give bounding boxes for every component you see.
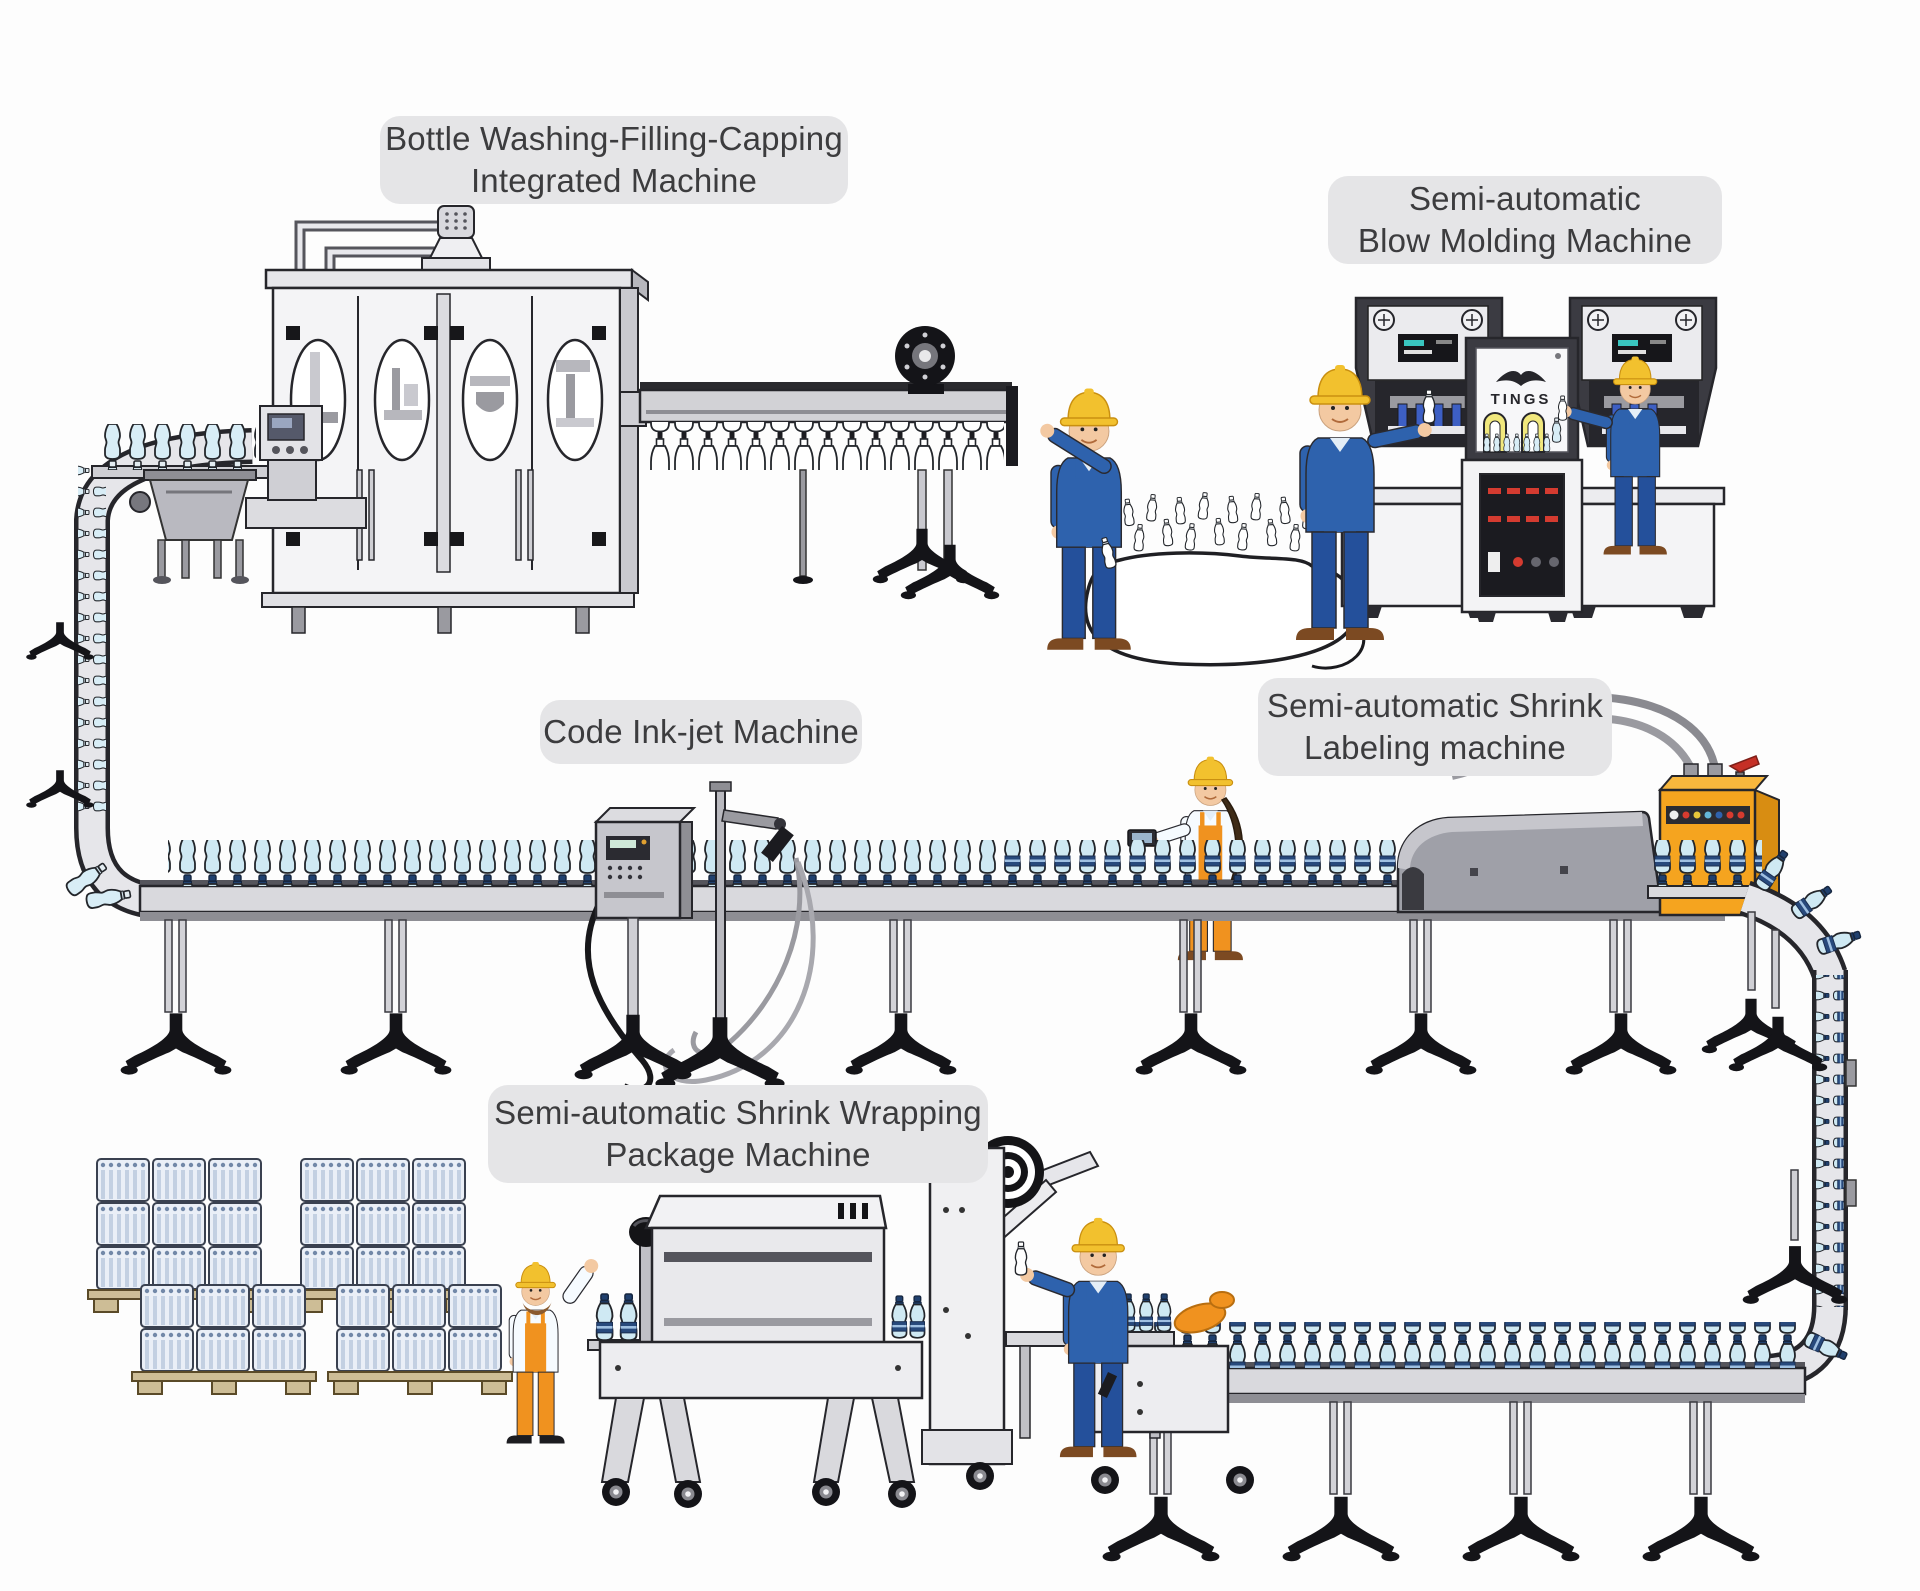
labeler-heat-tunnel (1396, 810, 1664, 914)
wrapper-film-column (921, 1136, 1100, 1466)
bowl-feeder (129, 469, 257, 584)
callout-inkjet-machine: Code Ink-jet Machine (540, 700, 862, 764)
callout-filling-line1: Bottle Washing-Filling-Capping (385, 119, 843, 157)
filler-control-panel (245, 405, 367, 529)
wrapper-tunnel (629, 1194, 888, 1346)
brand-text: TINGS (1491, 391, 1552, 408)
preform-pile (1122, 491, 1315, 552)
filler-funnel (421, 205, 491, 273)
callout-labeling-line1: Semi-automatic Shrink (1266, 686, 1604, 724)
callout-blow-molding-machine: Semi-automatic Blow Molding Machine (1328, 176, 1722, 264)
shrink-labeler (1396, 693, 1780, 917)
bottles-capped-row (168, 840, 1000, 886)
descent-conveyor (1701, 848, 1862, 1390)
worker-wrapper (1014, 1216, 1138, 1458)
callout-blow-line1: Semi-automatic (1408, 179, 1642, 217)
brand-logo: TINGS (1491, 370, 1552, 408)
washing-filling-capping-machine (245, 205, 649, 634)
blow-molding-machine: TINGS (1330, 296, 1726, 622)
worker-pallet-area (505, 1258, 599, 1445)
callout-blow-line2: Blow Molding Machine (1357, 222, 1693, 259)
callout-wrapping-line2: Package Machine (605, 1136, 871, 1173)
main-conveyor-legs (120, 919, 1677, 1075)
air-conveyor (638, 326, 1018, 600)
callout-wrapping-machine: Semi-automatic Shrink Wrapping Package M… (488, 1085, 988, 1183)
inkjet-coder (574, 781, 816, 1093)
filler-windows (289, 338, 604, 462)
callout-inkjet-line1: Code Ink-jet Machine (543, 712, 859, 750)
callout-filling-machine: Bottle Washing-Filling-Capping Integrate… (380, 116, 848, 204)
bottles-labeled-row (1000, 840, 1402, 886)
callout-labeling-line2: Labeling machine (1304, 729, 1566, 766)
worker-air-conveyor (1040, 387, 1132, 651)
worker-blow-molder-left (1295, 364, 1436, 641)
filler-hinges (286, 326, 606, 546)
callout-filling-line2: Integrated Machine (470, 162, 758, 199)
control-buttons (1488, 488, 1558, 522)
preform-sack (1083, 491, 1366, 670)
shrink-wrapping-machine (587, 1136, 1254, 1508)
callout-labeling-machine: Semi-automatic Shrink Labeling machine (1258, 678, 1612, 776)
pallet-stacks (87, 1157, 513, 1395)
worker-blow-molder-right (1557, 355, 1668, 556)
callout-wrapping-line1: Semi-automatic Shrink Wrapping (494, 1093, 982, 1131)
air-conveyor-blower-wheel (895, 326, 955, 394)
